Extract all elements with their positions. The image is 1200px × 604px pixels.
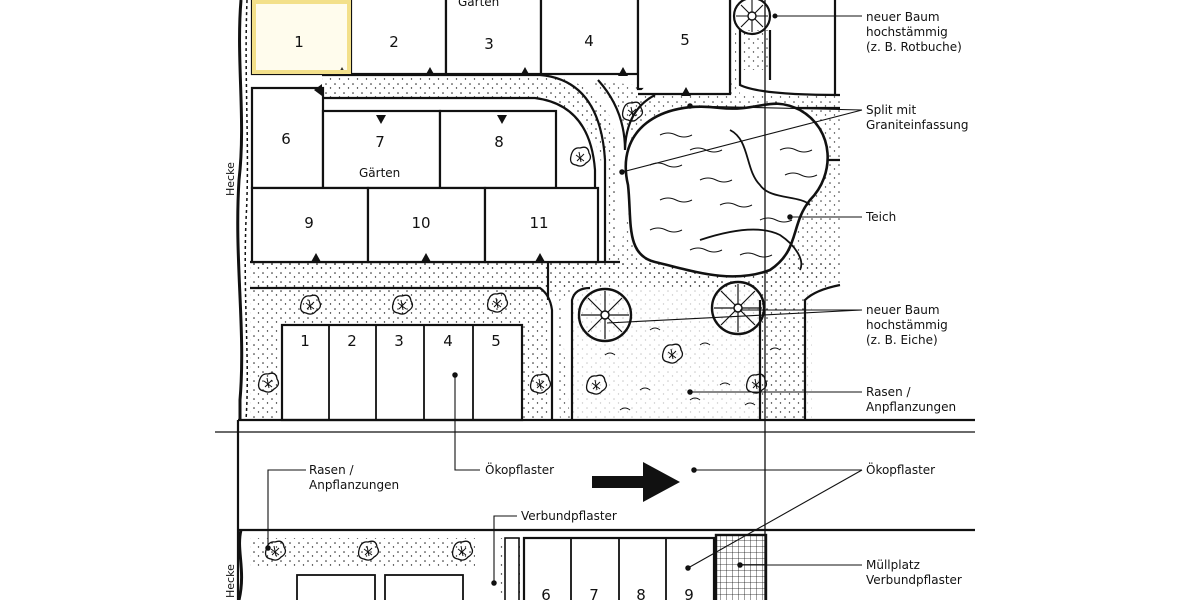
street (215, 0, 975, 600)
plot-number: 4 (584, 32, 594, 50)
leader-lines (265, 13, 863, 586)
plots-top-row (250, 0, 837, 96)
parking-number: 7 (589, 586, 599, 604)
lawn-label-right: Rasen / Anpflanzungen (866, 385, 957, 414)
parking-number: 5 (491, 332, 501, 350)
direction-arrow-icon (592, 462, 680, 502)
parking-lower (296, 536, 716, 600)
entrance-markers (311, 67, 691, 262)
parking-number: 9 (684, 586, 694, 604)
interlock-paving-label: Verbundpflaster (521, 509, 617, 523)
plot-number: 1 (294, 33, 304, 51)
parking-number: 2 (347, 332, 357, 350)
plot-number: 7 (375, 133, 385, 151)
lawn-marks (604, 327, 781, 411)
gravel-label: Split mit Graniteinfassung (866, 103, 969, 132)
plot-number: 10 (411, 214, 431, 232)
parking-number: 3 (394, 332, 404, 350)
parking-upper (280, 323, 524, 422)
plot-number: 11 (529, 214, 549, 232)
new-tree-beech-label: neuer Baum hochstämmig (z. B. Rotbuche) (866, 10, 962, 54)
hedge-label-bottom: Hecke (224, 564, 237, 598)
parking-number: 1 (300, 332, 310, 350)
plots-mid-row (250, 86, 558, 190)
plot-number: 5 (680, 31, 690, 49)
plot-number: 2 (389, 33, 399, 51)
hedge-label-top: Hecke (224, 162, 237, 196)
plot-number: 3 (484, 35, 494, 53)
parking-number: 8 (636, 586, 646, 604)
eco-paving-label-right: Ökopflaster (866, 463, 936, 477)
plots-lower-row (250, 186, 600, 264)
pond-label: Teich (866, 210, 897, 224)
plot-number: 6 (281, 130, 291, 148)
plot-number: 8 (494, 133, 504, 151)
lawn-label-left: Rasen / Anpflanzungen (309, 463, 400, 492)
eco-paving-label-center: Ökopflaster (485, 463, 555, 477)
plot-1-highlight (252, 0, 351, 74)
gardens-label-mid: Gärten (359, 166, 401, 180)
parking-number: 4 (443, 332, 453, 350)
waste-area-label: Müllplatz Verbundpflaster (866, 558, 962, 587)
new-tree-oak-label: neuer Baum hochstämmig (z. B. Eiche) (866, 303, 948, 347)
gardens-label-top: Gärten (458, 0, 500, 9)
hedge (236, 0, 249, 600)
parking-number: 6 (541, 586, 551, 604)
plot-number: 9 (304, 214, 314, 232)
pond (624, 102, 829, 278)
